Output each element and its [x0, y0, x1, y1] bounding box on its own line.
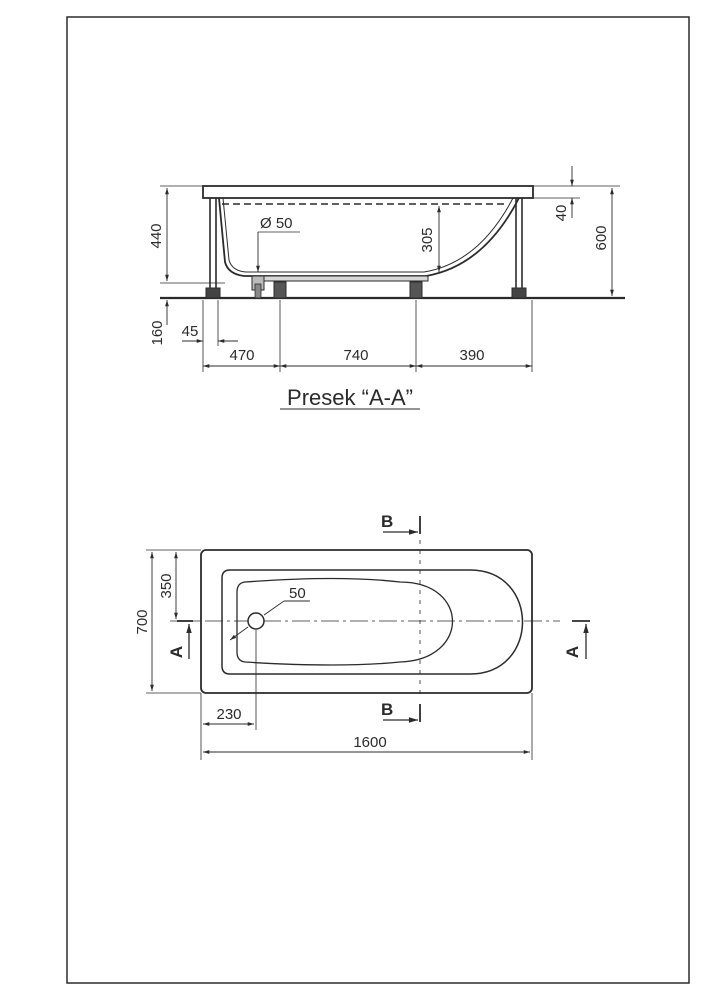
dim-plan-drain: 50: [229, 585, 310, 641]
section-marker-a-left: A: [167, 620, 193, 659]
dim-leg-offset: 45: [182, 323, 238, 343]
dim-rim-thickness-label: 40: [553, 205, 570, 222]
bathtub-outline: [200, 549, 533, 694]
dim-total-height: 600: [533, 185, 620, 296]
section-caption: Presek “A-A”: [287, 385, 413, 410]
section-marker-b-bottom-label: B: [381, 700, 393, 719]
section-marker-b-bottom: B: [381, 700, 421, 723]
section-marker-a-right: A: [563, 620, 590, 659]
section-marker-b-top-label: B: [381, 512, 393, 531]
bathtub-rim: [202, 185, 534, 199]
dim-seg-right-label: 390: [459, 347, 484, 364]
dim-depth: 305: [419, 206, 441, 272]
dim-seg-left-label: 470: [229, 347, 254, 364]
dim-leg-height: 160: [149, 300, 169, 346]
dim-plan-drain-offset-label: 230: [216, 706, 241, 723]
dim-drain-diameter-label: Ø 50: [260, 215, 293, 232]
dim-seg-middle-label: 740: [343, 347, 368, 364]
dim-plan-length-label: 1600: [353, 734, 386, 751]
dim-total-height-label: 600: [593, 225, 610, 250]
drain-circle: [247, 612, 265, 630]
section-view: 440 160 45 470 740 390: [148, 166, 625, 410]
dim-drain-diameter: Ø 50: [256, 215, 300, 272]
section-marker-a-right-label: A: [563, 646, 582, 658]
dim-plan-drain-label: 50: [289, 585, 306, 602]
dim-rim-height-label: 440: [148, 223, 165, 248]
dim-plan-half-width: 350: [158, 552, 201, 622]
dim-plan-width-label: 700: [134, 609, 151, 634]
dim-leg-offset-label: 45: [182, 323, 199, 340]
dim-rim-thickness: 40: [533, 166, 580, 221]
dim-plan-width: 700: [134, 549, 201, 694]
dim-leg-height-label: 160: [149, 320, 166, 345]
bathtub-basin-inner: [236, 577, 453, 666]
dim-chain: 470 740 390: [202, 300, 533, 372]
section-marker-a-left-label: A: [167, 646, 186, 658]
drain-pipe: [254, 283, 262, 299]
dim-plan-half-width-label: 350: [158, 573, 175, 598]
dim-plan-drain-offset: 230: [200, 630, 257, 760]
bathtub-basin-outer: [221, 569, 524, 675]
bathtub-body: [218, 197, 520, 277]
section-marker-b-top: B: [381, 512, 421, 535]
dim-rim-height: 440: [148, 185, 225, 284]
bathtub-inner-wall: [222, 197, 514, 273]
plan-view: 50 700 350 230 1600: [134, 512, 590, 760]
dim-depth-label: 305: [419, 227, 436, 252]
dim-plan-length: 1600: [203, 693, 533, 760]
sheet-border: [66, 16, 690, 984]
support-frame: [261, 275, 429, 282]
legs: [205, 198, 527, 299]
